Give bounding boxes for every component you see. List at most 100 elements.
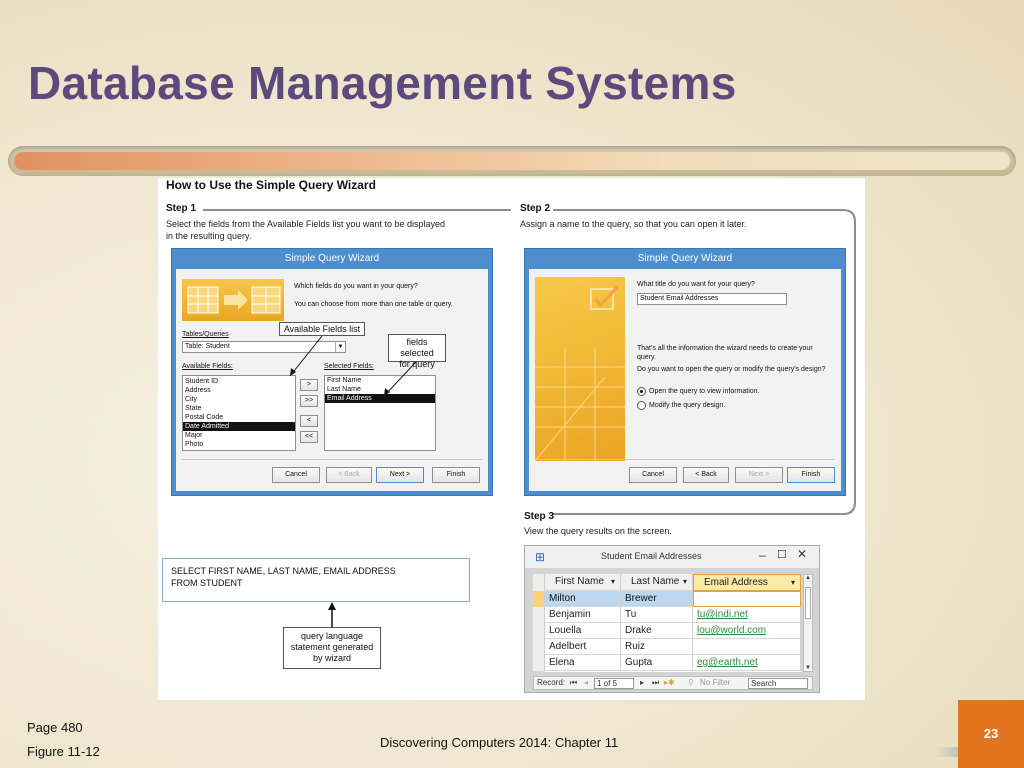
available-field-item[interactable]: State: [185, 405, 202, 412]
new-record-icon[interactable]: ▸✱: [664, 678, 675, 687]
next-button[interactable]: Next >: [735, 467, 783, 483]
column-dropdown-icon[interactable]: ▾: [610, 577, 615, 586]
table-cell[interactable]: Drake: [621, 623, 693, 639]
wizard-title: Simple Query Wizard: [637, 253, 733, 264]
cell-text: Ruiz: [625, 641, 646, 652]
add-all-fields-button[interactable]: >>: [300, 395, 318, 407]
close-icon[interactable]: ✕: [797, 547, 808, 561]
selected-field-item[interactable]: Last Name: [327, 386, 361, 393]
record-number-field[interactable]: 1 of 5: [594, 678, 634, 689]
email-link[interactable]: eg@earth.net: [697, 657, 758, 668]
available-field-item[interactable]: Address: [185, 387, 211, 394]
row-selector-column[interactable]: [533, 574, 545, 672]
email-link[interactable]: lou@world.com: [697, 625, 767, 636]
step2-text: Assign a name to the query, so that you …: [520, 219, 747, 229]
add-field-button[interactable]: >: [300, 379, 318, 391]
record-navigation-bar: Record: ⏮ ◂ 1 of 5 ▸ ⏭ ▸✱ ⚲ No Filter Se…: [533, 676, 813, 690]
column-header[interactable]: Email Address ▾: [693, 574, 801, 591]
decorative-line: [935, 747, 959, 757]
sql-line2: FROM STUDENT: [171, 578, 243, 588]
cancel-button[interactable]: Cancel: [629, 467, 677, 483]
query-icon: ⊞: [535, 550, 546, 564]
cell-text: Tu: [625, 609, 637, 620]
cell-text: Brewer: [625, 593, 657, 604]
previous-record-icon[interactable]: ◂: [584, 678, 589, 687]
table-cell[interactable]: Milton: [545, 591, 621, 607]
finish-button[interactable]: Finish: [787, 467, 835, 483]
search-field[interactable]: Search: [748, 678, 808, 689]
callout-available-fields: Available Fields list: [279, 322, 365, 336]
next-record-icon[interactable]: ▸: [640, 678, 645, 687]
cancel-button[interactable]: Cancel: [272, 467, 320, 483]
cell-text: Milton: [549, 593, 576, 604]
query-title-input[interactable]: Student Email Addresses: [637, 293, 787, 305]
wizard-graphic: [534, 277, 625, 462]
tables-queries-value: Table: Student: [185, 343, 230, 350]
column-header[interactable]: First Name▾: [545, 574, 621, 591]
back-button[interactable]: < Back: [683, 467, 729, 483]
table-cell[interactable]: Brewer: [621, 591, 693, 607]
available-field-item[interactable]: Date Admitted: [183, 422, 295, 431]
available-field-item[interactable]: Postal Code: [185, 414, 224, 421]
figure-title: How to Use the Simple Query Wizard: [166, 178, 376, 192]
callout-fields-selected-line2: for query: [399, 359, 435, 369]
table-graphic-icon: [187, 286, 281, 314]
vertical-scrollbar[interactable]: ▲ ▼: [803, 574, 813, 672]
column-header[interactable]: Last Name▾: [621, 574, 693, 591]
last-record-icon[interactable]: ⏭: [652, 678, 660, 687]
available-field-item[interactable]: Student ID: [185, 378, 219, 385]
email-link[interactable]: tu@indi.net: [697, 609, 748, 620]
slide-title: Database Management Systems: [28, 57, 737, 109]
selected-field-item[interactable]: First Name: [327, 377, 362, 384]
simple-query-wizard-step1: Simple Query Wizard Which fields do you …: [171, 248, 493, 496]
table-cell[interactable]: Gupta: [621, 655, 693, 671]
radio-modify-design[interactable]: [637, 401, 646, 410]
table-cell[interactable]: [693, 591, 801, 607]
back-button[interactable]: < Back: [326, 467, 372, 483]
table-cell[interactable]: [693, 639, 801, 655]
column-dropdown-icon[interactable]: ▾: [682, 577, 687, 586]
available-field-item[interactable]: Photo: [185, 441, 204, 448]
table-cell[interactable]: eg@earth.net: [693, 655, 801, 671]
table-cell[interactable]: tu@indi.net: [693, 607, 801, 623]
sql-line1: SELECT FIRST NAME, LAST NAME, EMAIL ADDR…: [171, 566, 396, 576]
checkbox-graphic-icon: [534, 286, 625, 462]
table-cell[interactable]: Benjamin: [545, 607, 621, 623]
title-divider-bar: [8, 146, 1016, 176]
first-record-icon[interactable]: ⏮: [570, 678, 578, 687]
table-cell[interactable]: lou@world.com: [693, 623, 801, 639]
finish-button[interactable]: Finish: [432, 467, 480, 483]
tables-queries-select[interactable]: Table: Student ▼: [182, 341, 346, 353]
radio-open-query[interactable]: [637, 387, 646, 396]
wizard-graphic: [182, 279, 284, 321]
table-cell[interactable]: Tu: [621, 607, 693, 623]
next-button[interactable]: Next >: [376, 467, 424, 483]
page-reference: Page 480: [27, 720, 83, 735]
query-datasheet-window: ⊞ Student Email Addresses – ☐ ✕ First Na…: [524, 545, 820, 693]
maximize-icon[interactable]: ☐: [777, 549, 787, 561]
callout-sql-line3: by wizard: [312, 653, 351, 663]
column-header-label: Email Address: [704, 577, 768, 588]
current-record-marker: [533, 591, 544, 607]
cell-text: Elena: [549, 657, 575, 668]
minimize-icon[interactable]: –: [759, 548, 766, 562]
chevron-down-icon[interactable]: ▼: [335, 342, 345, 352]
query-title-value: Student Email Addresses: [640, 295, 719, 302]
available-field-item[interactable]: Major: [185, 432, 203, 439]
available-fields-label: Available Fields:: [182, 363, 233, 370]
remove-all-fields-button[interactable]: <<: [300, 431, 318, 443]
table-cell[interactable]: Elena: [545, 655, 621, 671]
figure-panel: How to Use the Simple Query Wizard Step …: [158, 178, 865, 700]
wizard-info-line3: Do you want to open the query or modify …: [637, 366, 826, 373]
table-cell[interactable]: Louella: [545, 623, 621, 639]
remove-field-button[interactable]: <: [300, 415, 318, 427]
column-dropdown-icon[interactable]: ▾: [790, 578, 795, 587]
step-connector: [203, 209, 511, 211]
table-cell[interactable]: Ruiz: [621, 639, 693, 655]
available-field-item[interactable]: City: [185, 396, 198, 403]
selected-field-item[interactable]: Email Address: [325, 394, 435, 403]
table-cell[interactable]: Adelbert: [545, 639, 621, 655]
no-filter-button[interactable]: No Filter: [700, 678, 731, 687]
